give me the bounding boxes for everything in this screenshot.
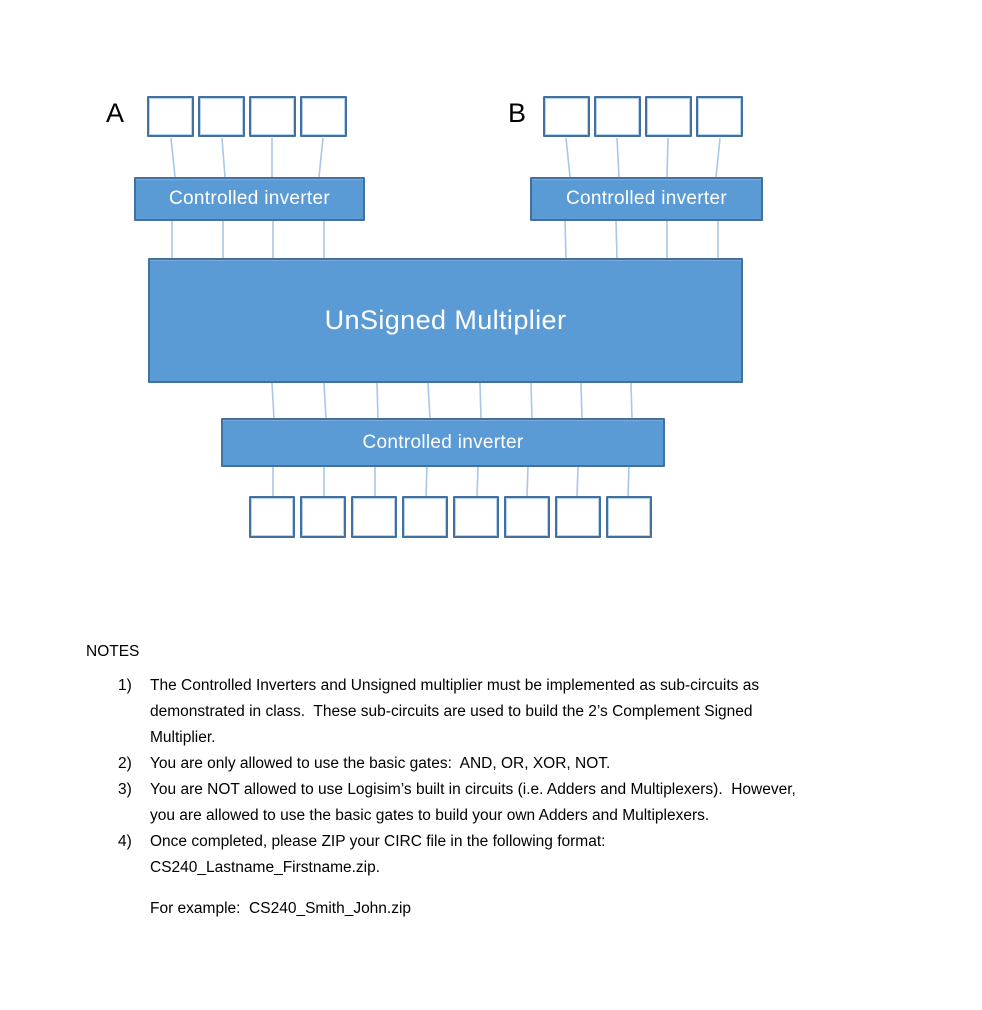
output-bit-row [249, 496, 652, 538]
bit-box [402, 496, 448, 538]
note-line: demonstrated in class. These sub-circuit… [150, 703, 753, 720]
bit-box [300, 96, 347, 137]
output-controlled-inverter-block: Controlled inverter [221, 418, 665, 467]
bit-box [300, 496, 346, 538]
controlled-inverter-b-label: Controlled inverter [566, 188, 727, 209]
note-number: 4) [118, 833, 132, 850]
bit-box [147, 96, 194, 137]
bit-box [606, 496, 652, 538]
bit-box [249, 496, 295, 538]
unsigned-multiplier-label: UnSigned Multiplier [324, 305, 567, 335]
bit-box [198, 96, 245, 137]
note-line: you are allowed to use the basic gates t… [150, 807, 710, 824]
note-example-line: For example: CS240_Smith_John.zip [150, 900, 412, 917]
notes-section: NOTES 1) The Controlled Inverters and Un… [86, 639, 896, 922]
note-item-2: 2) You are only allowed to use the basic… [118, 751, 896, 777]
note-line: You are NOT allowed to use Logisim’s bui… [150, 781, 796, 798]
note-item-1: 1) The Controlled Inverters and Unsigned… [118, 673, 896, 751]
operand-b-bit-row [543, 96, 743, 137]
controlled-inverter-a-label: Controlled inverter [169, 188, 330, 209]
note-text: The Controlled Inverters and Unsigned mu… [150, 673, 896, 751]
bit-box [594, 96, 641, 137]
note-number: 3) [118, 781, 132, 798]
note-line: CS240_Lastname_Firstname.zip. [150, 859, 381, 876]
note-number: 1) [118, 677, 132, 694]
controlled-inverter-a-block: Controlled inverter [134, 177, 365, 221]
bit-box [543, 96, 590, 137]
bit-box [645, 96, 692, 137]
note-text: You are NOT allowed to use Logisim’s bui… [150, 777, 896, 829]
bit-box [453, 496, 499, 538]
note-item-4: 4) Once completed, please ZIP your CIRC … [118, 829, 896, 881]
note-number: 2) [118, 755, 132, 772]
operand-a-label: A [106, 98, 125, 128]
notes-heading: NOTES [86, 643, 140, 660]
note-item-3: 3) You are NOT allowed to use Logisim’s … [118, 777, 896, 829]
bit-box [504, 496, 550, 538]
note-line: The Controlled Inverters and Unsigned mu… [150, 677, 760, 694]
controlled-inverter-b-block: Controlled inverter [530, 177, 763, 221]
bit-box [249, 96, 296, 137]
note-text: You are only allowed to use the basic ga… [150, 751, 896, 777]
bit-box [555, 496, 601, 538]
note-line: Once completed, please ZIP your CIRC fil… [150, 833, 606, 850]
operand-b-label: B [508, 98, 527, 128]
note-text: Once completed, please ZIP your CIRC fil… [150, 829, 896, 881]
output-controlled-inverter-label: Controlled inverter [362, 431, 524, 453]
bit-box [351, 496, 397, 538]
note-line: You are only allowed to use the basic ga… [150, 755, 611, 772]
note-line: Multiplier. [150, 729, 216, 746]
bit-box [696, 96, 743, 137]
unsigned-multiplier-block: UnSigned Multiplier [148, 258, 743, 383]
operand-a-bit-row [147, 96, 347, 137]
